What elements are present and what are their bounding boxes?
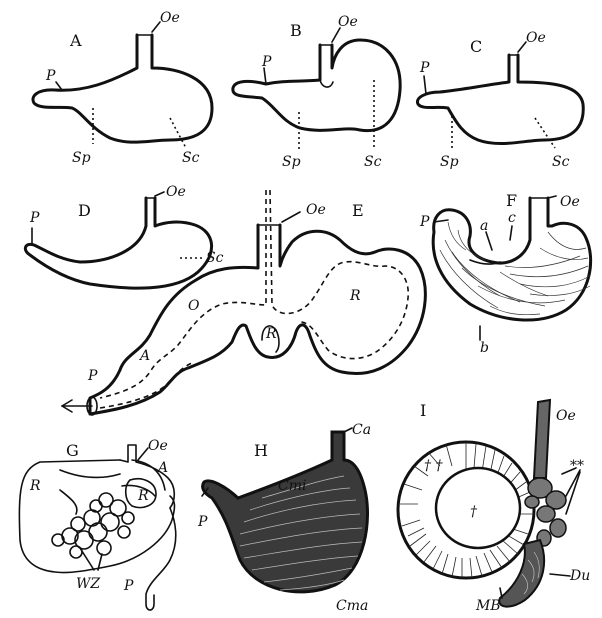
panel-f-b-label: b	[480, 340, 489, 356]
panel-i-oe-label: Oe	[556, 408, 576, 424]
panel-c-oe-label: Oe	[526, 30, 546, 46]
panel-b-sc-label: Sc	[364, 154, 382, 170]
panel-e-a-label: A	[138, 348, 150, 364]
panel-i: I Oe ** † † † Du MB	[398, 400, 590, 614]
panel-i-stars-label: **	[570, 458, 584, 474]
panel-a-sp-label: Sp	[72, 150, 91, 166]
panel-i-letter: I	[420, 401, 426, 420]
panel-g-pancreas-lobes	[52, 493, 134, 558]
panel-c-p-label: P	[419, 60, 430, 76]
panel-e-oe-label: Oe	[306, 202, 326, 218]
panel-d: D Oe P Sc	[25, 184, 223, 288]
panel-c: C Oe P Sp Sc	[417, 30, 583, 170]
panel-a-sc-label: Sc	[182, 150, 200, 166]
panel-h-stomach-body	[203, 432, 368, 592]
panel-g-oe-label: Oe	[148, 438, 168, 454]
panel-d-oe-label: Oe	[166, 184, 186, 200]
panel-i-dagger-label: †	[470, 504, 478, 520]
panel-f-letter: F	[506, 191, 517, 210]
panel-a-letter: A	[69, 31, 82, 50]
panel-c-sp-label: Sp	[440, 154, 459, 170]
panel-a-p-label: P	[45, 68, 56, 84]
panel-h-ca-label: Ca	[352, 422, 371, 438]
panel-g-p-label: P	[123, 578, 134, 594]
panel-i-inner-dome	[436, 468, 520, 548]
panel-i-du-label: Du	[569, 568, 590, 584]
panel-i-mb-label: MB	[475, 598, 501, 614]
panel-e-r-label-right: R	[349, 288, 361, 304]
panel-c-letter: C	[470, 37, 482, 56]
panel-f-oe-label: Oe	[560, 194, 580, 210]
panel-f-c-label: c	[508, 210, 516, 226]
panel-a-oe-label: Oe	[160, 10, 180, 26]
panel-i-double-dagger-label: † †	[424, 458, 443, 474]
panel-f: F Oe P a c b	[419, 191, 591, 356]
panel-g-wz-label: WZ	[76, 576, 100, 592]
panel-h: H Ca Cmi Cma P	[197, 422, 371, 614]
panel-h-cma-label: Cma	[336, 598, 368, 614]
panel-e-stomach-outline	[90, 225, 425, 414]
panel-e-r-label-fold: R	[265, 326, 277, 342]
panel-g-r-label-stomach: R	[137, 488, 149, 504]
panel-b-oe-label: Oe	[338, 14, 358, 30]
panel-h-letter: H	[254, 441, 268, 460]
panel-h-cmi-label: Cmi	[278, 478, 306, 494]
panel-d-sc-label: Sc	[206, 250, 224, 266]
panel-g-letter: G	[66, 441, 79, 460]
panel-d-p-label: P	[29, 210, 40, 226]
panel-e-o-label: O	[188, 298, 200, 314]
panel-g-a-label: A	[156, 460, 168, 476]
panel-a-sc-pointer	[170, 118, 186, 148]
panel-c-sc-label: Sc	[552, 154, 570, 170]
panel-g-r-label-left: R	[29, 478, 41, 494]
panel-b-letter: B	[290, 21, 302, 40]
panel-h-p-label: P	[197, 514, 208, 530]
panel-f-p-label: P	[419, 214, 430, 230]
panel-c-sc-pointer	[535, 118, 555, 148]
panel-c-stomach-outline	[417, 55, 583, 144]
panel-d-letter: D	[78, 201, 91, 220]
panel-e-letter: E	[352, 201, 364, 220]
panel-i-esophagus	[534, 400, 550, 478]
panel-b: B Oe P Sp Sc	[233, 14, 400, 170]
panel-a: A Oe P Sp Sc	[33, 10, 212, 166]
panel-f-hatching	[440, 222, 590, 315]
panel-e: E Oe R R O A P	[62, 190, 425, 415]
panel-b-stomach-outline	[233, 40, 400, 131]
panel-g: G Oe R R A WZ P	[19, 438, 175, 610]
panel-f-a-label: a	[480, 218, 488, 234]
panel-d-stomach-outline	[25, 198, 211, 288]
panel-a-stomach-outline	[33, 35, 212, 142]
panel-b-sp-label: Sp	[282, 154, 301, 170]
panel-e-p-label: P	[87, 368, 98, 384]
panel-b-p-label: P	[261, 54, 272, 70]
